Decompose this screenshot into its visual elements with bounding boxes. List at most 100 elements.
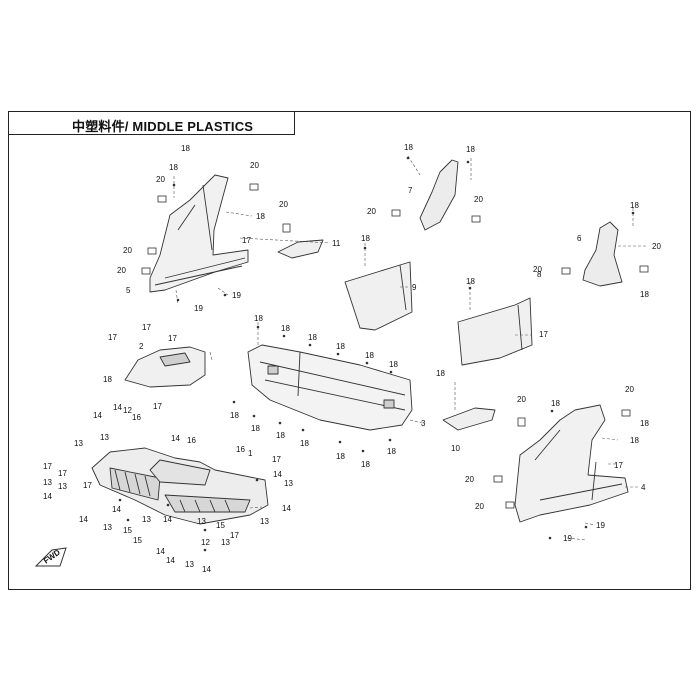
callout: 19	[194, 304, 203, 313]
callout: 20	[474, 195, 483, 204]
callout: 14	[113, 403, 122, 412]
callout: 13	[185, 560, 194, 569]
callout: 12	[201, 538, 210, 547]
part-9-panel	[344, 261, 413, 331]
callout: 17	[614, 461, 623, 470]
callout: 17	[153, 402, 162, 411]
callout: 13	[74, 439, 83, 448]
page-title: 中塑料件/ MIDDLE PLASTICS	[72, 119, 254, 134]
callout: 14	[79, 515, 88, 524]
callout: 18	[365, 351, 374, 360]
callout-numbers: 18 18 20 20 18 20 17 11 20 20 5 19 19 18…	[43, 143, 661, 574]
callout: 13	[142, 515, 151, 524]
callout: 2	[139, 342, 144, 351]
callout: 18	[230, 411, 239, 420]
callout: 18	[389, 360, 398, 369]
callout: 20	[117, 266, 126, 275]
callout: 18	[308, 333, 317, 342]
callout: 14	[156, 547, 165, 556]
callout: 17	[142, 323, 151, 332]
callout: 11	[332, 239, 341, 248]
part-2-console	[124, 346, 206, 388]
callout: 19	[232, 291, 241, 300]
callout: 15	[133, 536, 142, 545]
leader-lines	[173, 155, 648, 541]
callout: 18	[169, 163, 178, 172]
callout: 10	[451, 444, 460, 453]
callout: 17	[168, 334, 177, 343]
callout: 13	[43, 478, 52, 487]
callout: 18	[361, 460, 370, 469]
part-3-side-panel	[247, 344, 413, 431]
callout: 20	[156, 175, 165, 184]
callout: 13	[103, 523, 112, 532]
clip-symbols	[141, 183, 649, 509]
callout: 20	[279, 200, 288, 209]
callout: 18	[630, 201, 639, 210]
part-4-right-upright	[514, 404, 629, 523]
callout: 14	[171, 434, 180, 443]
part-11-bracket	[277, 239, 324, 259]
callout: 19	[596, 521, 605, 530]
callout: 3	[421, 419, 426, 428]
callout: 17	[43, 462, 52, 471]
callout: 14	[43, 492, 52, 501]
callout: 13	[197, 517, 206, 526]
callout: 18	[361, 234, 370, 243]
part-8-panel	[457, 297, 533, 366]
callout: 13	[221, 538, 230, 547]
callout: 17	[230, 531, 239, 540]
callout: 14	[202, 565, 211, 574]
callout: 18	[256, 212, 265, 221]
callout: 18	[640, 290, 649, 299]
callout: 8	[537, 270, 542, 279]
callout: 16	[187, 436, 196, 445]
callout: 16	[236, 445, 245, 454]
callout: 18	[276, 431, 285, 440]
callout: 20	[625, 385, 634, 394]
callout: 1	[248, 449, 253, 458]
callout: 16	[132, 413, 141, 422]
callout: 20	[367, 207, 376, 216]
part-6-trim	[582, 221, 623, 287]
callout: 18	[387, 447, 396, 456]
callout: 18	[466, 145, 475, 154]
callout: 14	[112, 505, 121, 514]
callout: 18	[630, 436, 639, 445]
callout: 18	[300, 439, 309, 448]
callout: 18	[404, 143, 413, 152]
callout: 20	[652, 242, 661, 251]
callout: 18	[281, 324, 290, 333]
title-box	[8, 111, 295, 135]
callout: 13	[260, 517, 269, 526]
callout: 14	[93, 411, 102, 420]
callout: 18	[251, 424, 260, 433]
callout: 6	[577, 234, 582, 243]
callout: 18	[436, 369, 445, 378]
callout: 13	[284, 479, 293, 488]
callout: 17	[58, 469, 67, 478]
callout: 17	[272, 455, 281, 464]
part-1-floor-pan	[91, 447, 269, 525]
callout: 20	[250, 161, 259, 170]
diagram-frame	[8, 111, 691, 590]
callout: 13	[58, 482, 67, 491]
callout: 14	[282, 504, 291, 513]
callout: 20	[517, 395, 526, 404]
callout: 19	[563, 534, 572, 543]
callout: 17	[539, 330, 548, 339]
callout: 13	[100, 433, 109, 442]
callout: 20	[475, 502, 484, 511]
callout: 18	[103, 375, 112, 384]
callout: 15	[123, 526, 132, 535]
callout: 18	[181, 144, 190, 153]
callout: 14	[273, 470, 282, 479]
callout: 20	[465, 475, 474, 484]
callout: 14	[163, 515, 172, 524]
callout: 9	[412, 283, 417, 292]
callout: 18	[336, 452, 345, 461]
callout: 18	[254, 314, 263, 323]
part-5-left-upright	[149, 174, 249, 293]
callout: 15	[216, 521, 225, 530]
